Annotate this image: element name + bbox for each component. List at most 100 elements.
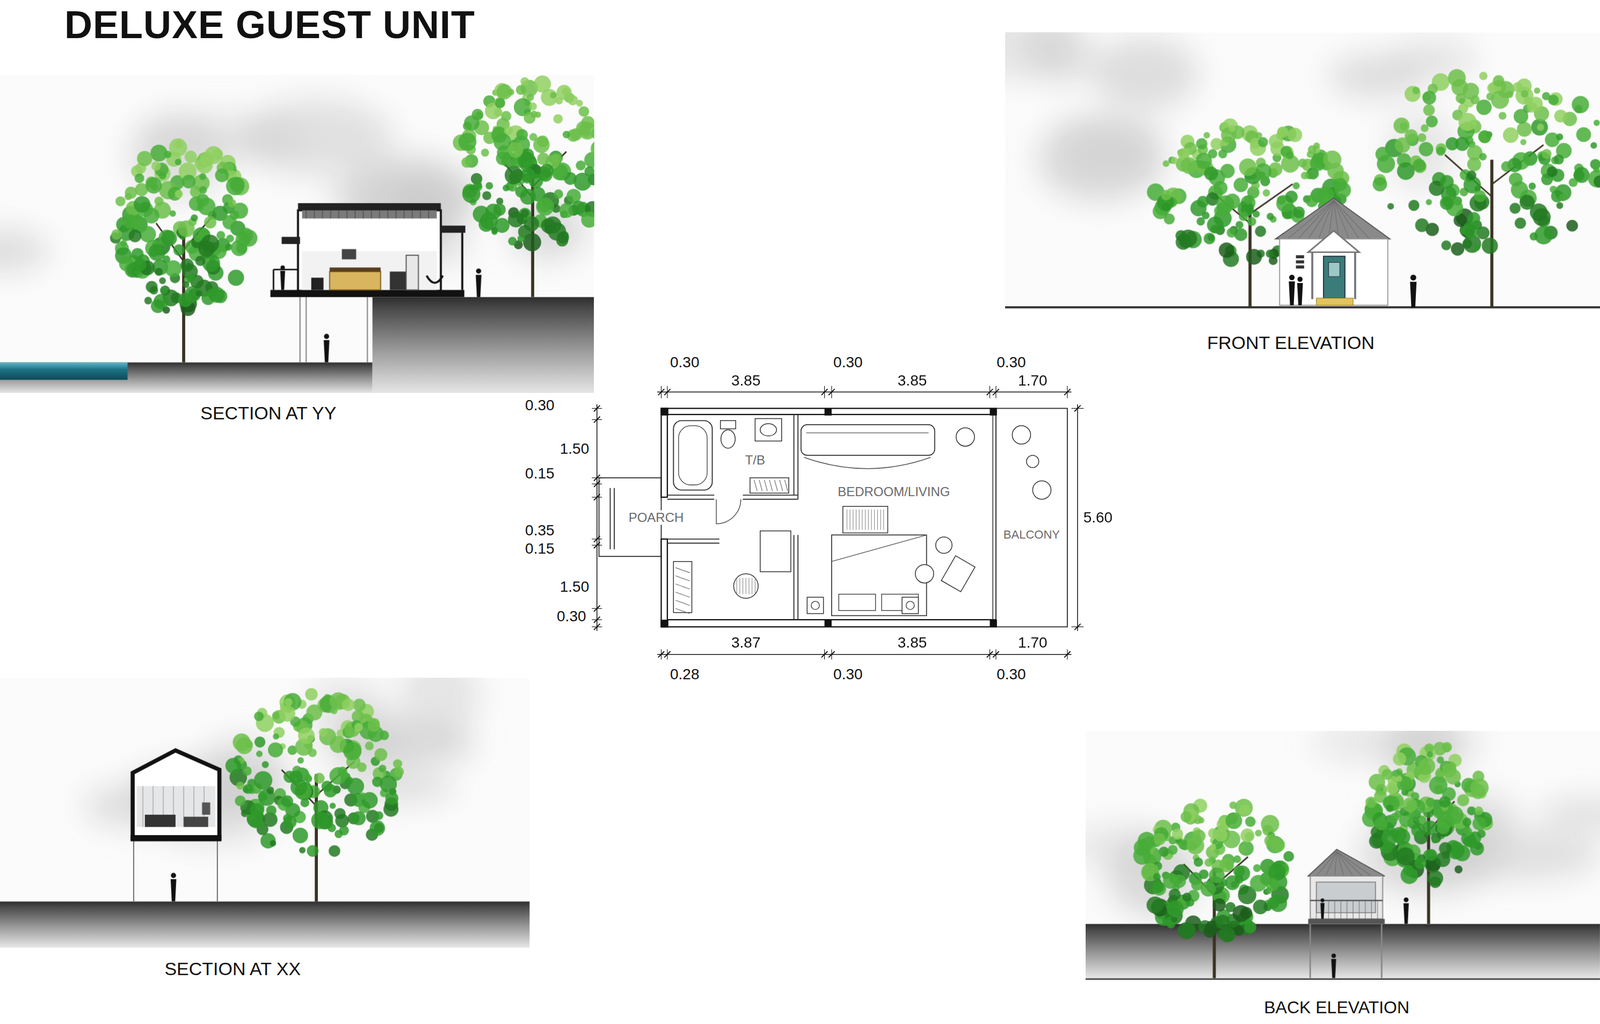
tree-foliage bbox=[584, 166, 594, 177]
tree-foliage bbox=[213, 289, 228, 304]
tree-foliage bbox=[1249, 874, 1267, 892]
tree-foliage bbox=[1438, 841, 1452, 855]
tree-foliage bbox=[1266, 249, 1275, 258]
tree-foliage bbox=[133, 258, 147, 272]
tray-hatch bbox=[784, 480, 788, 492]
tree-foliage bbox=[267, 742, 283, 758]
tray-hatch bbox=[759, 480, 763, 492]
door-swing bbox=[716, 499, 741, 525]
tree-foliage bbox=[1209, 867, 1225, 883]
column bbox=[661, 619, 669, 627]
tree-foliage bbox=[1436, 821, 1450, 835]
tree-foliage bbox=[1566, 219, 1578, 232]
section-outline bbox=[132, 750, 220, 839]
pool bbox=[0, 362, 128, 380]
roof-board bbox=[1297, 200, 1334, 239]
tree-foliage bbox=[1479, 71, 1488, 80]
rug-hatch bbox=[877, 509, 878, 530]
tree-foliage bbox=[1229, 801, 1238, 810]
extension-line bbox=[824, 649, 825, 660]
person-body bbox=[475, 274, 482, 298]
tree-foliage bbox=[1247, 216, 1257, 227]
tree-foliage bbox=[158, 171, 167, 180]
tree-foliage bbox=[1470, 95, 1480, 105]
tree-foliage bbox=[199, 172, 207, 180]
tree-foliage bbox=[193, 234, 202, 243]
dimension: 3.85 bbox=[897, 372, 928, 390]
tree-foliage bbox=[1473, 190, 1486, 202]
tree-foliage bbox=[1465, 836, 1478, 848]
tree-foliage bbox=[311, 811, 330, 829]
tree-foliage bbox=[1257, 136, 1269, 148]
tree-foliage bbox=[144, 296, 152, 305]
wall-bottom bbox=[661, 619, 996, 627]
armchair bbox=[941, 555, 976, 592]
tree-foliage bbox=[1234, 228, 1248, 242]
tree-foliage bbox=[1441, 240, 1451, 251]
roof-board bbox=[1336, 851, 1354, 877]
tree-foliage bbox=[562, 87, 571, 97]
tree-foliage bbox=[1473, 243, 1481, 251]
tree-foliage bbox=[330, 707, 338, 715]
tree-foliage bbox=[1265, 886, 1272, 894]
tree-trunk bbox=[1490, 159, 1494, 308]
tree-foliage bbox=[1457, 794, 1469, 807]
tree-foliage bbox=[226, 177, 245, 196]
person-body bbox=[1403, 903, 1409, 925]
tree-foliage bbox=[1458, 112, 1477, 132]
tree-foliage bbox=[1404, 85, 1421, 103]
tree-foliage bbox=[232, 733, 251, 752]
tree-foliage bbox=[300, 798, 310, 807]
tree-foliage bbox=[1556, 201, 1564, 209]
vent bbox=[1296, 255, 1305, 259]
wall-left bbox=[661, 408, 668, 498]
cloud bbox=[0, 228, 49, 273]
tree-foliage bbox=[1292, 182, 1300, 189]
dimension: 0.28 bbox=[670, 665, 700, 683]
partition bbox=[667, 498, 715, 500]
tree-foliage bbox=[343, 742, 362, 761]
tree-foliage bbox=[163, 150, 172, 159]
tree-foliage bbox=[1520, 139, 1527, 145]
partition bbox=[797, 534, 799, 620]
tree-foliage bbox=[1419, 141, 1434, 157]
balcony-table bbox=[1026, 455, 1039, 468]
roof-board bbox=[1287, 200, 1334, 239]
dimension: 1.50 bbox=[560, 440, 590, 458]
roof-panel bbox=[302, 210, 438, 219]
tree-foliage bbox=[1381, 829, 1398, 846]
roof-slab bbox=[297, 202, 441, 210]
tree-foliage bbox=[1216, 195, 1235, 214]
room-label: POARCH bbox=[627, 510, 686, 526]
wardrobe-hatch bbox=[675, 600, 690, 606]
tree-foliage bbox=[541, 218, 556, 234]
glazing bbox=[136, 786, 216, 827]
tree-foliage bbox=[227, 199, 237, 208]
roof-rib bbox=[354, 210, 356, 219]
desk-chair bbox=[733, 573, 759, 599]
tree-foliage bbox=[1217, 929, 1227, 940]
roof-rib bbox=[371, 210, 372, 219]
tree-foliage bbox=[339, 825, 349, 835]
tree-foliage bbox=[535, 197, 555, 216]
tree-foliage bbox=[1262, 188, 1271, 197]
wardrobe-hatch bbox=[675, 567, 690, 573]
tree-foliage bbox=[292, 827, 309, 843]
tree-foliage bbox=[504, 165, 523, 185]
balcony-chair bbox=[1032, 481, 1051, 500]
tree-foliage bbox=[1133, 839, 1152, 857]
furniture bbox=[183, 816, 209, 827]
extension-line bbox=[989, 649, 991, 660]
tree-foliage bbox=[1521, 90, 1529, 98]
tree-foliage bbox=[173, 244, 185, 256]
tree-foliage bbox=[214, 168, 229, 183]
partition bbox=[667, 538, 720, 540]
ground-upper bbox=[372, 296, 594, 394]
tree-foliage bbox=[1276, 126, 1289, 138]
person-silhouette bbox=[1331, 953, 1336, 979]
cloud bbox=[339, 700, 406, 769]
partition bbox=[797, 414, 799, 500]
dimension-line bbox=[1077, 404, 1079, 631]
tree-foliage bbox=[1153, 873, 1161, 881]
rug-hatch bbox=[852, 509, 854, 530]
